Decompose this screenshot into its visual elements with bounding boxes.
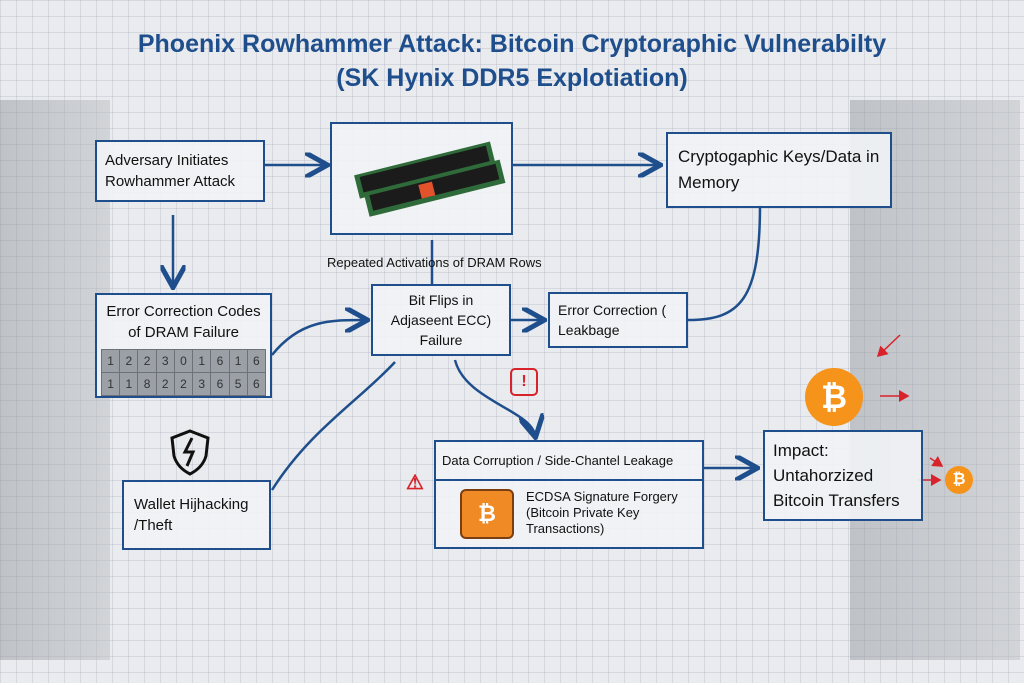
node-data-corruption-text: Data Corruption / Side-Chantel Leakage	[436, 442, 702, 481]
ecc-table-cell: 6	[246, 372, 267, 396]
ecc-table-cell: 6	[210, 349, 230, 373]
node-ecc-codes-text: Error Correction Codes of DRAM Failure	[106, 303, 261, 341]
ecc-table-cell: 1	[100, 372, 121, 396]
node-ram-modules	[330, 122, 513, 235]
node-ecc-leakage-text: Error Correction ( Leakbage	[558, 302, 667, 338]
ecc-table-cell: 2	[137, 349, 157, 373]
bitcoin-coin-icon: ₿	[805, 368, 863, 426]
node-data-corruption: Data Corruption / Side-Chantel Leakage ₿…	[434, 440, 704, 549]
node-adversary: Adversary Initiates Rowhammer Attack	[95, 140, 265, 202]
node-wallet-theft-text: Wallet Hijhacking /Theft	[134, 496, 249, 534]
server-rack-left	[0, 100, 110, 660]
ecc-table-cell: 6	[210, 372, 230, 396]
ecc-table-cell: 2	[119, 349, 139, 373]
ecc-table-cell: 6	[246, 349, 267, 373]
ram-stick-icon	[354, 141, 506, 217]
node-bit-flips-text: Bit Flips in Adjaseent ECC) Failure	[390, 292, 492, 348]
node-impact-text: Impact: Untahorzized Bitcoin Transfers	[773, 441, 900, 510]
ecc-table-cell: 0	[173, 349, 194, 373]
broken-shield-icon	[170, 429, 210, 476]
bitcoin-wallet-icon: ₿	[460, 489, 514, 539]
bitcoin-coin-small-icon: ₿	[945, 466, 973, 494]
ecdsa-section: ₿ ECDSA Signature Forgery (Bitcoin Priva…	[436, 481, 702, 547]
ecc-table-cell: 5	[228, 372, 248, 396]
node-impact: Impact: Untahorzized Bitcoin Transfers	[763, 430, 923, 521]
node-ecdsa-text: ECDSA Signature Forgery (Bitcoin Private…	[526, 489, 678, 536]
ecc-table-cell: 1	[100, 349, 121, 373]
node-adversary-text: Adversary Initiates Rowhammer Attack	[105, 152, 236, 190]
node-crypto-keys-text: Cryptogaphic Keys/Data in Memory	[678, 147, 880, 192]
ecc-table-cell: 3	[155, 349, 175, 373]
ecc-table-cell: 1	[192, 349, 212, 373]
node-bit-flips: Bit Flips in Adjaseent ECC) Failure	[371, 284, 511, 356]
title-line1: Phoenix Rowhammer Attack: Bitcoin Crypto…	[137, 30, 887, 58]
ram-label: Repeated Activations of DRAM Rows	[327, 255, 542, 270]
node-ecc-leakage: Error Correction ( Leakbage	[548, 292, 688, 348]
ecc-table-cell: 1	[119, 372, 139, 396]
ecc-table-cell: 3	[192, 372, 212, 396]
node-wallet-theft: Wallet Hijhacking /Theft	[122, 480, 271, 550]
node-ecc-codes: Error Correction Codes of DRAM Failure 1…	[95, 293, 272, 398]
ecc-table-cell: 2	[155, 372, 175, 396]
warning-triangle-icon: ⚠	[406, 472, 424, 494]
ecc-table-cell: 2	[173, 372, 194, 396]
warning-icon: !	[510, 368, 538, 396]
ecc-table-cell: 8	[137, 372, 157, 396]
title-line2: (SK Hynix DDR5 Explotiation)	[336, 64, 688, 92]
node-crypto-keys: Cryptogaphic Keys/Data in Memory	[666, 132, 892, 208]
ecc-table-cell: 1	[228, 349, 248, 373]
